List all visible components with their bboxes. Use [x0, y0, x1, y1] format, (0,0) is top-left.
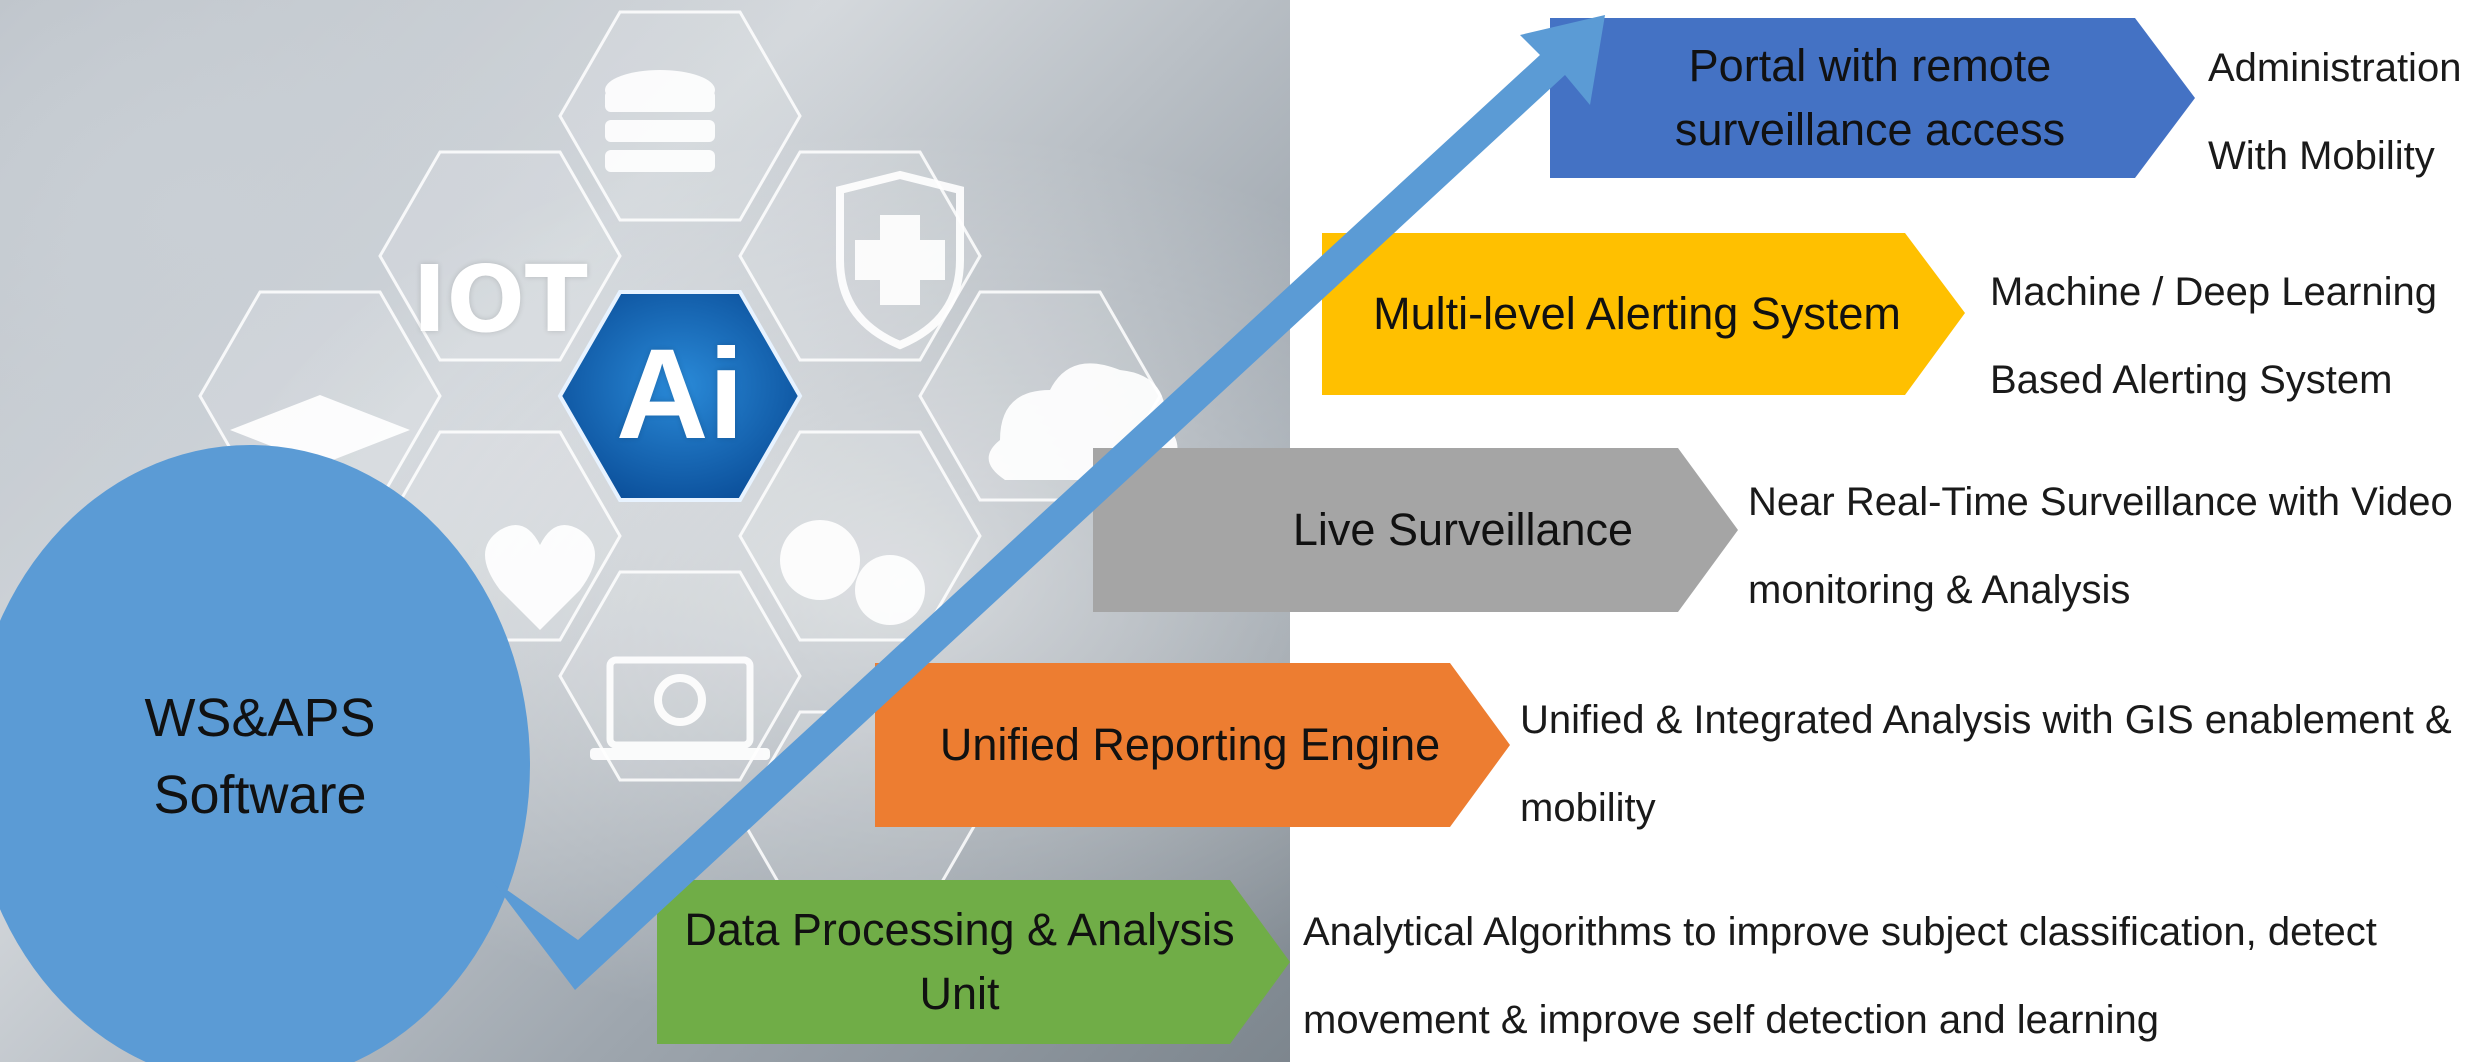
- stage-box-reporting: [875, 663, 1510, 827]
- stage-box-portal: [1550, 18, 2195, 178]
- stage-label-line1: Multi-level Alerting System: [1373, 288, 1901, 339]
- stage-label-line2: surveillance access: [1674, 104, 2066, 155]
- software-title-line2: Software: [153, 765, 367, 825]
- stage-label-reporting: Unified Reporting Engine: [875, 663, 1485, 827]
- software-circle: [0, 445, 530, 1062]
- stage-label-alerting: Multi-level Alerting System: [1322, 233, 1932, 395]
- description-line1: Administration: [2208, 46, 2462, 90]
- hexagon: [378, 150, 622, 362]
- rising-trend-arrow: [490, 15, 1605, 990]
- stage-label-line1: Portal with remote: [1688, 40, 2052, 91]
- stage-label-line1: Data Processing & Analysis: [684, 904, 1235, 955]
- description-line2: monitoring & Analysis: [1748, 568, 2131, 612]
- stage-description-processing: Analytical Algorithms to improve subject…: [1303, 888, 2377, 1064]
- description-line1: Analytical Algorithms to improve subject…: [1303, 910, 2377, 954]
- stage-box-alerting: [1322, 233, 1965, 395]
- software-title-line1: WS&APS: [144, 688, 376, 748]
- stage-label-line1: Live Surveillance: [1292, 504, 1634, 555]
- description-line1: Near Real-Time Surveillance with Video: [1748, 480, 2453, 524]
- description-line2: Based Alerting System: [1990, 358, 2393, 402]
- stage-label-line1: Unified Reporting Engine: [939, 719, 1441, 770]
- description-line1: Unified & Integrated Analysis with GIS e…: [1520, 698, 2452, 742]
- stage-box-processing: [657, 880, 1290, 1044]
- iot-icon-label: IOT: [412, 246, 588, 353]
- stage-label-live-surveillance: Live Surveillance: [1093, 448, 1713, 612]
- ai-icon-label: Ai: [616, 323, 744, 466]
- description-line2: mobility: [1520, 786, 1656, 830]
- description-line2: With Mobility: [2208, 134, 2435, 178]
- description-line2: movement & improve self detection and le…: [1303, 998, 2160, 1042]
- stage-label-processing: Data Processing & Analysis Unit: [657, 880, 1262, 1044]
- stage-description-reporting: Unified & Integrated Analysis with GIS e…: [1520, 676, 2452, 852]
- stage-description-portal: Administration With Mobility: [2208, 24, 2461, 200]
- stage-description-alerting: Machine / Deep Learning Based Alerting S…: [1990, 248, 2437, 424]
- description-line1: Machine / Deep Learning: [1990, 270, 2437, 314]
- ai-hexagon: [557, 290, 803, 502]
- software-title: WS&APS Software: [90, 680, 430, 834]
- stage-description-live-surveillance: Near Real-Time Surveillance with Video m…: [1748, 458, 2453, 634]
- stage-box-live-surveillance: [1093, 448, 1738, 612]
- stage-label-line2: Unit: [919, 968, 1000, 1019]
- stage-label-portal: Portal with remote surveillance access: [1550, 18, 2160, 178]
